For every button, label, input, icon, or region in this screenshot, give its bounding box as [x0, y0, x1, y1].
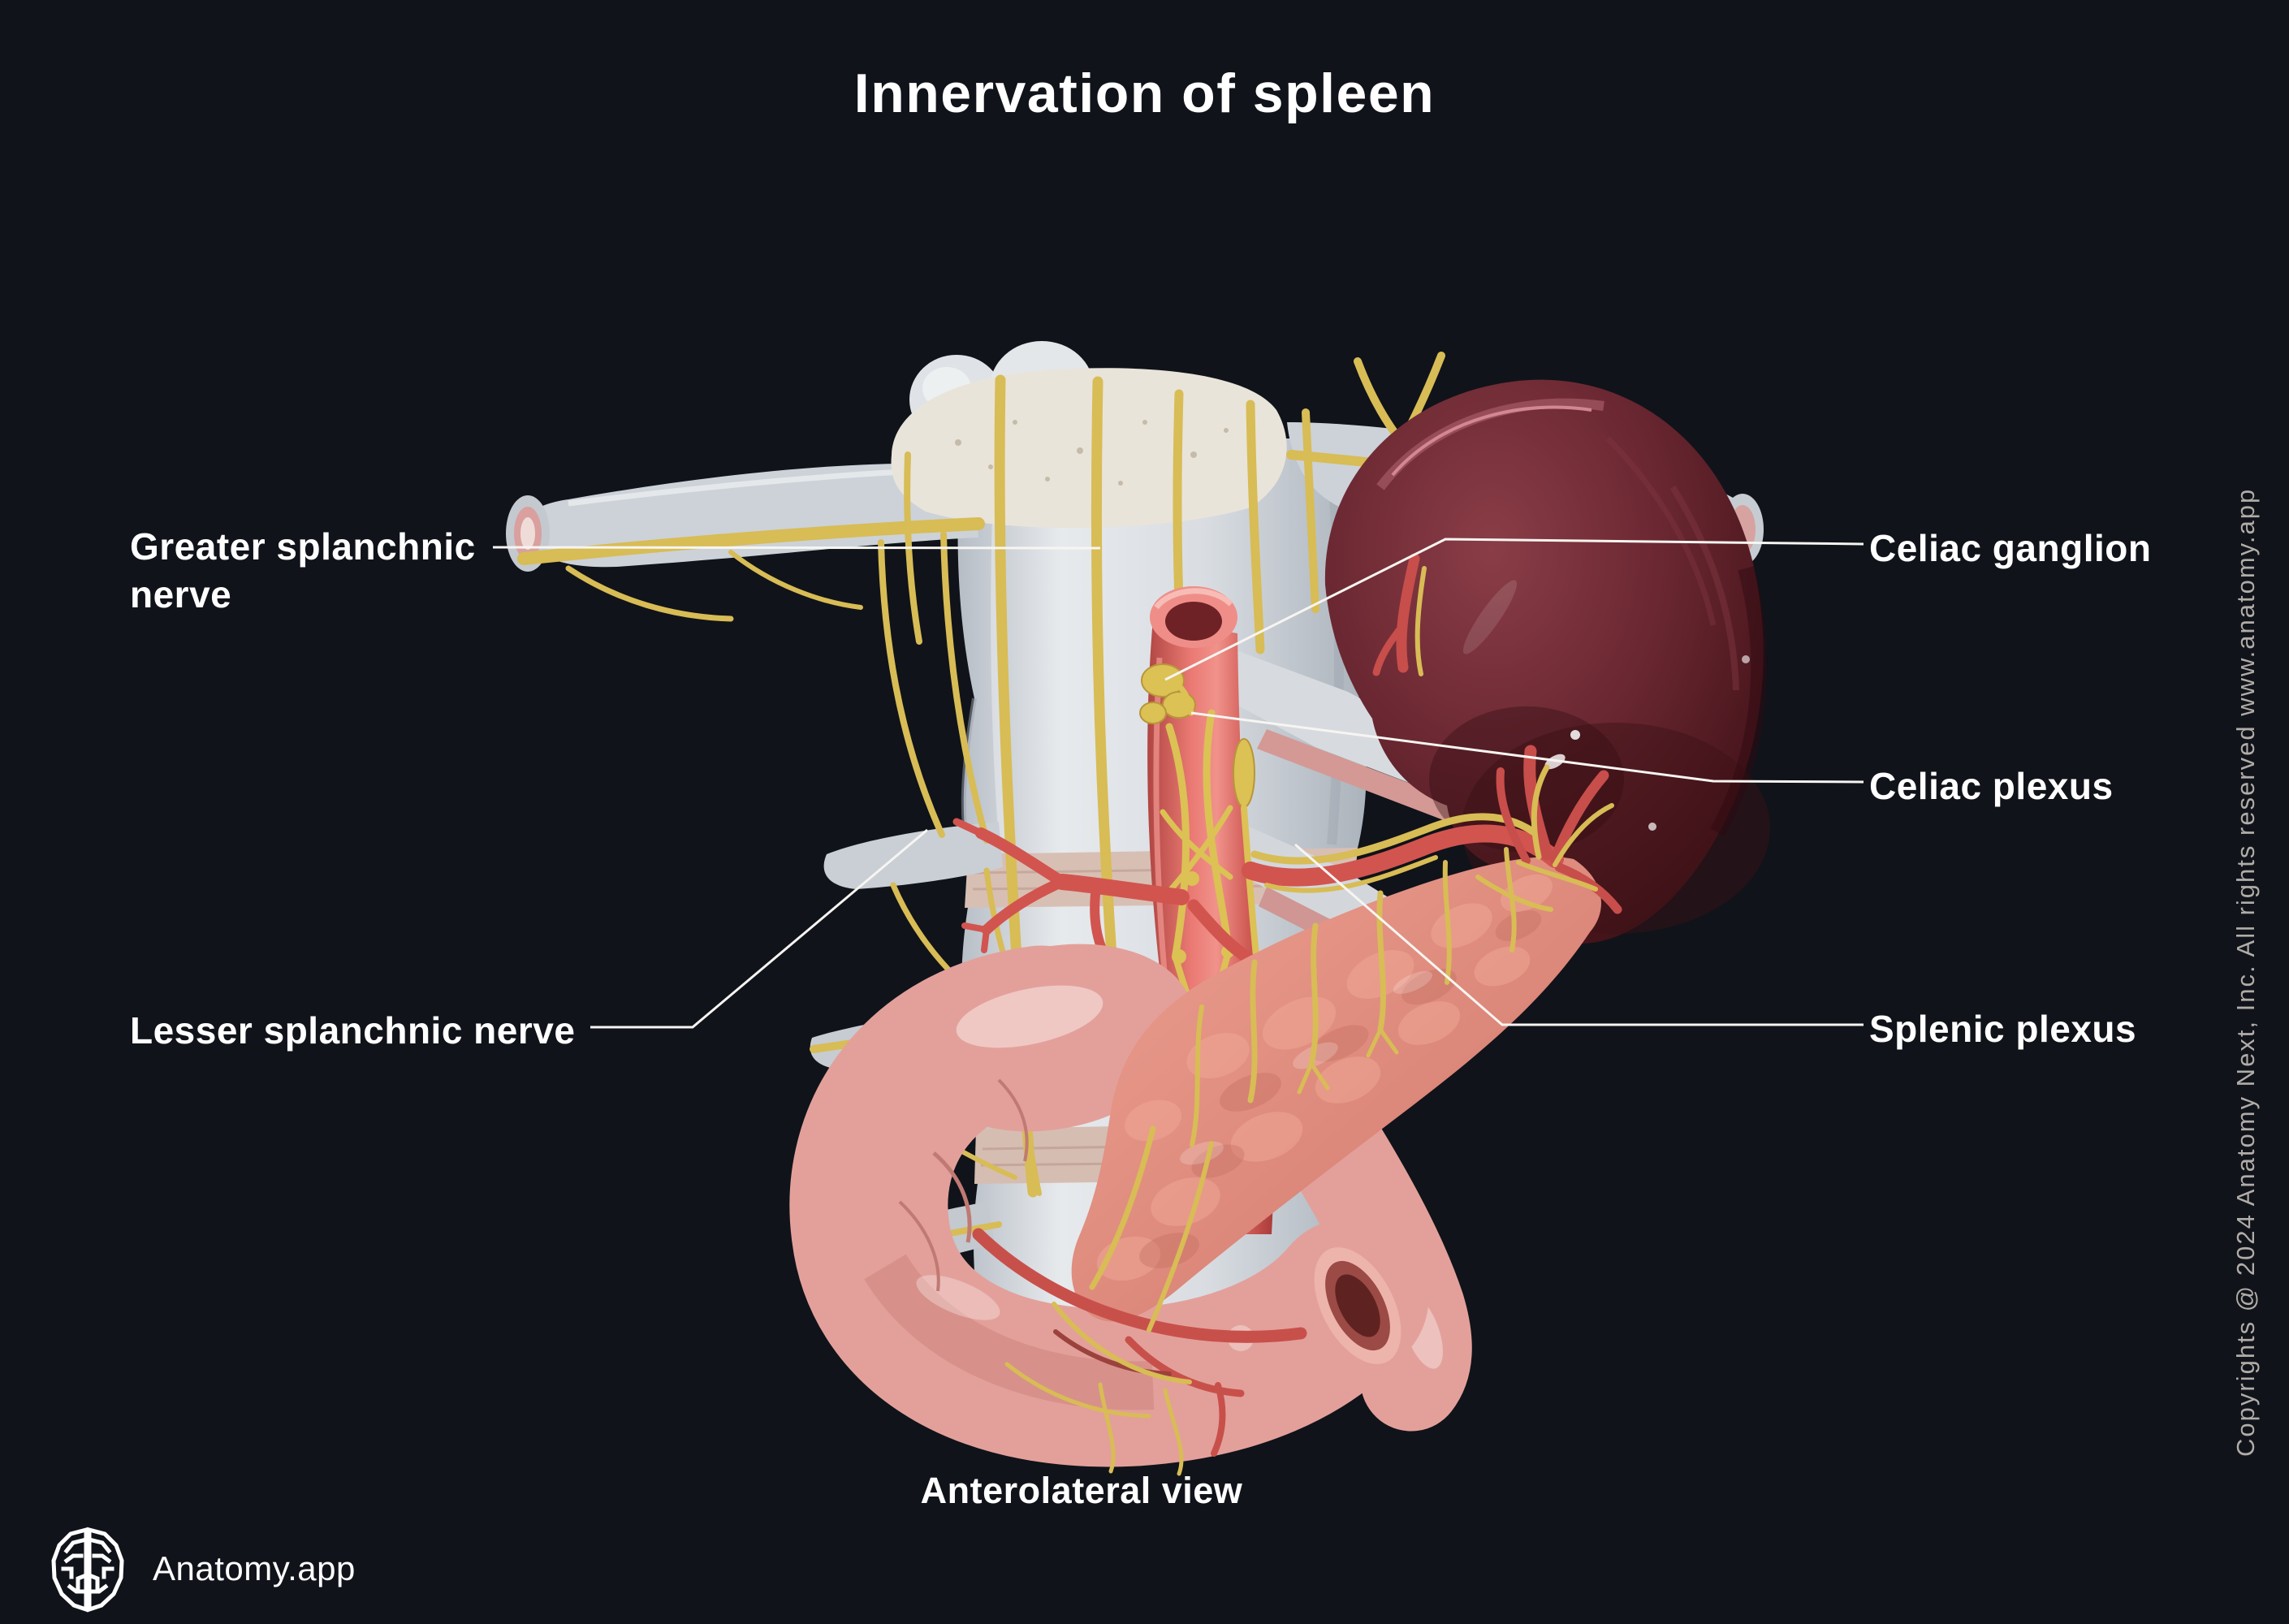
page-title: Innervation of spleen: [853, 63, 1436, 124]
leader-greater-splanchnic-nerve: [492, 546, 1101, 550]
pancreatic-nerves: [1190, 847, 1553, 1147]
label-celiac-plexus: Celiac plexus: [1869, 765, 2114, 807]
brain-icon: [51, 1527, 124, 1613]
celiac-ganglion: [1139, 663, 1255, 808]
leader-lesser-splanchnic-nerve: [590, 828, 928, 1029]
label-greater-splanchnic-nerve: Greater splanchnic nerve: [130, 525, 476, 615]
label-celiac-ganglion: Celiac ganglion: [1869, 527, 2152, 569]
view-caption: Anterolateral view: [920, 1470, 1243, 1511]
copyright-text: Copyrights @ 2024 Anatomy Next, Inc. All…: [2231, 487, 2260, 1457]
label-lesser-splanchnic-nerve: Lesser splanchnic nerve: [130, 1009, 576, 1052]
duodenum-cut-opening: [1165, 1230, 1423, 1441]
leader-celiac-ganglion: [1164, 538, 1864, 681]
leader-splenic-plexus: [1294, 843, 1864, 1026]
brand-lockup: Anatomy.app: [45, 1523, 356, 1614]
brand-name: Anatomy.app: [153, 1549, 356, 1587]
gastroduodenal-vessels: [972, 1125, 1307, 1476]
splenic-hilum-vessels: [1496, 745, 1622, 914]
leader-celiac-plexus: [1190, 711, 1864, 784]
label-splenic-plexus: Splenic plexus: [1869, 1008, 2137, 1050]
